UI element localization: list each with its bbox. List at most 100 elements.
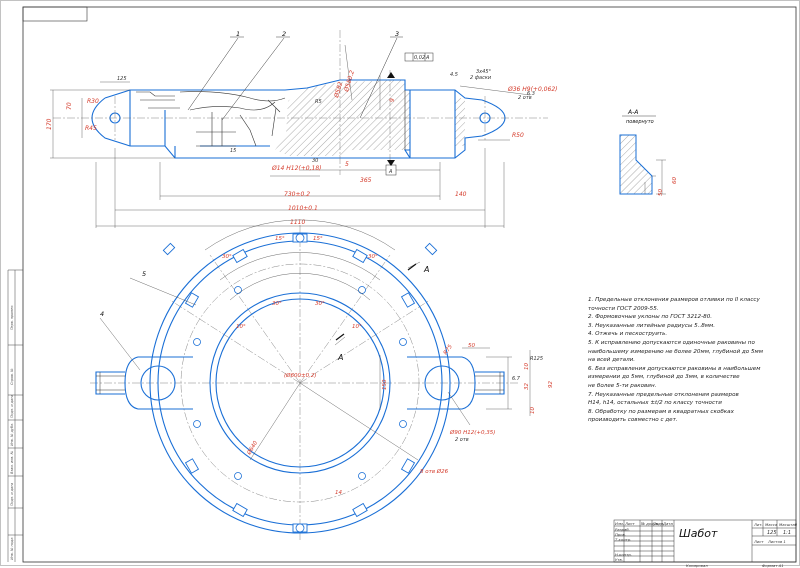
- section-subtitle: повернуто: [626, 119, 654, 125]
- tb-row-label: Т.контр.: [615, 537, 632, 542]
- callout-1: 1: [236, 30, 240, 38]
- dim-4-5: 4.5: [450, 72, 458, 78]
- angle-15-left: 15°: [275, 236, 285, 242]
- tb-sheet: Лист: [754, 539, 764, 544]
- tb-row-label: Разраб.: [615, 527, 630, 532]
- strip-label: Подп. и дата: [10, 395, 14, 418]
- dim-1010: 1010±0.1: [288, 205, 318, 212]
- note-line: точности ГОСТ 2009-55.: [588, 305, 659, 312]
- dim-14: 14: [335, 490, 342, 496]
- section-dim-60: 60: [672, 177, 678, 184]
- dim-15: 15: [230, 148, 236, 154]
- angle-10-a: 10°: [236, 324, 246, 330]
- angle-30-c: 30°: [272, 301, 282, 307]
- strip-label: Инв. № подл.: [10, 537, 14, 560]
- tb-row-label: Подп.: [653, 521, 665, 526]
- left-strip: [7, 269, 23, 562]
- note-line: измерении до 5мм, глубиной до 3мм, в кол…: [588, 374, 740, 381]
- callout-5: 5: [142, 270, 146, 278]
- angle-30-a: 30°: [222, 254, 232, 260]
- note-line: 7. Неуказанные предельные отклонения раз…: [588, 391, 739, 398]
- dim-10-b: 10: [530, 407, 536, 414]
- drawing-title: Шабот: [679, 527, 718, 540]
- dim-70: 70: [66, 102, 73, 110]
- dim-d600: (Ø600±0.2): [284, 372, 316, 379]
- tb-scale-value: 1:1: [783, 530, 792, 536]
- dim-r45: R45: [85, 125, 97, 132]
- dim-holes: 8 отв Ø26: [420, 468, 449, 475]
- dim-bore-plan: Ø90 H12(+0,35): [449, 429, 495, 436]
- angle-30-d: 30°: [315, 301, 325, 307]
- dim-6-7: 6.7: [512, 376, 521, 382]
- dim-365: 365: [360, 177, 372, 184]
- section-title: A-A: [627, 109, 638, 116]
- callout-4: 4: [100, 310, 104, 318]
- dim-1110: 1110: [290, 219, 305, 226]
- tb-row-label: Н.контр.: [615, 552, 632, 557]
- dim-5: 5: [345, 161, 349, 168]
- dim-730: 730±0.2: [284, 191, 310, 198]
- strip-label: Перв. примен.: [10, 305, 14, 330]
- angle-15-right: 15°: [313, 236, 323, 242]
- tb-header-mass: Масса: [765, 522, 778, 527]
- tb-sheets: Листов 1: [768, 539, 786, 544]
- title-block: [613, 519, 797, 563]
- callout-3: 3: [395, 30, 399, 38]
- flatness-datum: A: [425, 55, 430, 61]
- dim-r75: R75: [443, 343, 454, 356]
- technical-notes: 1. Предельные отклонения размеров отливк…: [588, 296, 788, 425]
- dim-bore-top-note: 2 отв: [518, 95, 532, 101]
- cutting-plane-label: A: [337, 353, 343, 362]
- dim-chamfer-note: 2 фаски: [470, 75, 492, 81]
- note-line: 2. Формовочные уклоны по ГОСТ 3212-80.: [588, 314, 713, 321]
- cutting-plane-label: A: [423, 265, 429, 274]
- dim-6-3: 6.3: [527, 91, 535, 97]
- dim-140: 140: [455, 191, 467, 198]
- dim-125: 125: [117, 76, 127, 82]
- dim-d582: Ø582: [333, 81, 345, 100]
- datum-triangle: [387, 72, 395, 78]
- note-line: производить совместно с дет.: [588, 417, 678, 424]
- dim-r5: R5: [315, 99, 322, 105]
- section-hatch: [455, 98, 465, 146]
- tb-header-scale: Масштаб: [779, 522, 798, 527]
- dim-r125-plan: R125: [530, 356, 543, 362]
- angle-30-b: 30°: [368, 254, 378, 260]
- strip-label: Справ. №: [10, 368, 14, 385]
- dim-30: 30: [312, 158, 318, 164]
- geometric-tolerance-frame: [404, 52, 434, 62]
- datum-label: A: [388, 169, 393, 175]
- note-line: 4. Отжечь и пескоструить.: [588, 331, 668, 338]
- dim-bore-top: Ø36 H9(+0,062): [507, 86, 557, 93]
- tb-mass-value: 125: [767, 530, 777, 536]
- strip-label: Подп. и дата: [10, 483, 14, 506]
- tb-row-label: Дата: [663, 521, 673, 526]
- strip-label: Взам. инв. №: [10, 451, 14, 474]
- dim-r30: R30: [87, 98, 99, 105]
- tb-row-label: № докум.: [641, 521, 660, 526]
- plan-view: A A 15° 15° 30° 30° 30° 30° 10° 10° (Ø60…: [90, 219, 554, 540]
- note-line: не более 5-ти раковин.: [588, 382, 657, 389]
- dim-bore-bottom: Ø14 H12(+0,18): [271, 165, 321, 172]
- designation-box: [22, 6, 88, 22]
- tb-row-label: Изм. Лист: [615, 521, 635, 526]
- flatness-value: 0,02: [414, 55, 425, 61]
- front-section-view: 170 70 R30 R45 R50 365 140 730±0.2 1010±…: [46, 30, 557, 228]
- note-line: 5. К исправлению допускаются одиночные р…: [588, 339, 755, 346]
- dim-150: 150: [382, 379, 388, 390]
- note-line: 1. Предельные отклонения размеров отливк…: [588, 297, 760, 303]
- dim-32: 32: [524, 383, 530, 390]
- tb-row-label: Утв.: [615, 557, 623, 562]
- tb-header-lit: Лит.: [754, 522, 763, 527]
- dim-bore-plan-note: 2 отв: [455, 437, 469, 443]
- dim-92: 92: [548, 381, 554, 388]
- drawing-frame: [22, 6, 797, 563]
- note-line: на всей детали.: [588, 357, 636, 364]
- section-a-a: A-A повернуто 60 50: [619, 109, 678, 196]
- section-dim-50: 50: [658, 189, 664, 196]
- note-line: 6. Без исправления допускаются раковины …: [588, 365, 761, 372]
- callout-2: 2: [282, 30, 286, 38]
- note-line: H14, h14, остальных ±t/2 по классу точно…: [588, 400, 722, 407]
- dim-10-a: 10: [524, 363, 530, 370]
